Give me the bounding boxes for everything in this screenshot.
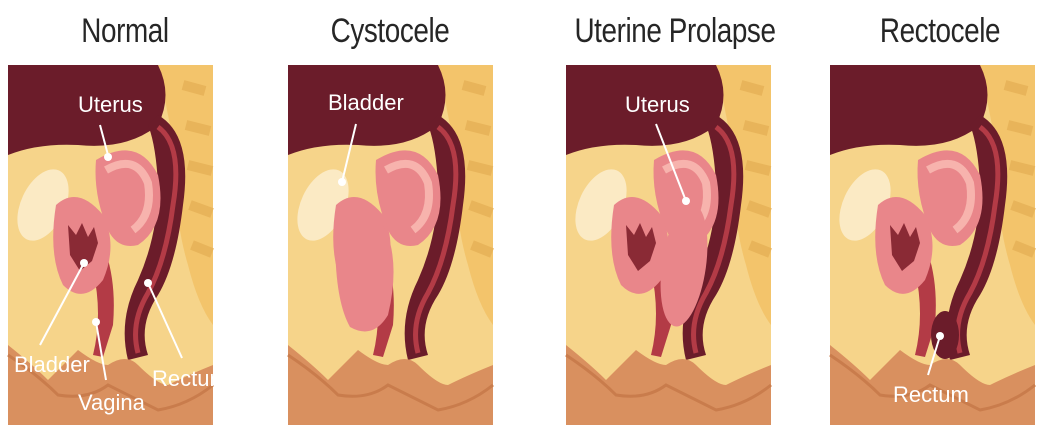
rectocele-rectum-pointer-dot <box>936 332 944 340</box>
rectum-pointer-dot <box>144 279 152 287</box>
panel-uterine-prolapse <box>565 65 771 425</box>
label-rectum-rectocele: Rectum <box>893 382 969 407</box>
label-uterus-prolapse: Uterus <box>625 92 690 117</box>
label-vagina-normal: Vagina <box>78 390 146 415</box>
cystocele-bladder-pointer-dot <box>338 178 346 186</box>
label-bladder-cystocele: Bladder <box>328 90 404 115</box>
pelvis-illustration-rectocele <box>829 65 1035 425</box>
panel-cystocele <box>287 65 493 425</box>
uterus-pointer-dot <box>104 153 112 161</box>
prolapse-uterus-pointer-dot <box>682 197 690 205</box>
label-bladder-normal: Bladder <box>14 352 90 377</box>
label-uterus-normal: Uterus <box>78 92 143 117</box>
vagina-pointer-dot <box>92 318 100 326</box>
panel-rectocele <box>829 65 1035 425</box>
label-rectum-normal: Rectum <box>152 366 228 391</box>
bladder-pointer-dot <box>80 259 88 267</box>
